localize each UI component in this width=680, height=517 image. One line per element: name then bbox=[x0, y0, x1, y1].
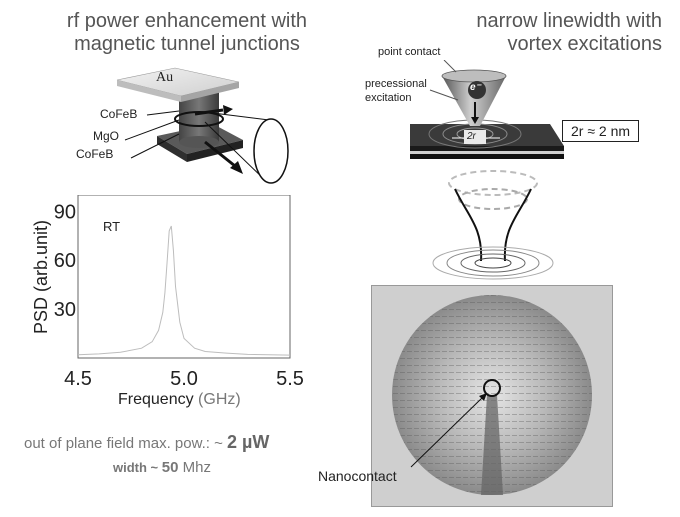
label-precessional-line1: precessional bbox=[365, 78, 427, 90]
footer-width-value: 50 bbox=[161, 459, 179, 476]
label-precessional: precessional excitation bbox=[365, 77, 427, 105]
cone-top bbox=[441, 69, 507, 83]
vortex-funnel-right bbox=[503, 188, 532, 262]
vortex-funnel-left bbox=[454, 188, 483, 262]
precession-ellipse bbox=[253, 118, 289, 184]
nanocontact-pointer bbox=[410, 396, 484, 468]
magnetization-arrow-free bbox=[194, 108, 224, 116]
footer-width: width ~ 50 Mhz bbox=[113, 459, 211, 476]
current-arrowhead bbox=[471, 117, 479, 124]
x-axis-label-unit: (GHz) bbox=[198, 391, 241, 408]
bottom-slab-side bbox=[157, 136, 187, 162]
size-box: 2r ≈ 2 nm bbox=[562, 120, 640, 142]
pillar-bottom bbox=[179, 136, 219, 148]
disk-dark-wedge bbox=[481, 395, 503, 495]
cone-line-bottom bbox=[204, 121, 268, 183]
simulation-disk bbox=[392, 295, 592, 495]
label-mgo: MgO bbox=[93, 129, 120, 143]
y-axis-label: PSD (arb.unit) bbox=[31, 220, 51, 334]
electron-circle bbox=[468, 81, 486, 99]
nanocontact-pointer-head bbox=[479, 393, 487, 401]
plot-frame bbox=[77, 195, 291, 359]
film-layer-dark bbox=[410, 146, 564, 151]
contact-cone bbox=[442, 76, 506, 126]
label-electron: e⁻ bbox=[470, 82, 481, 93]
x-axis-label: Frequency (GHz) bbox=[118, 391, 241, 409]
film-top-surface bbox=[410, 124, 564, 146]
label-nanocontact: Nanocontact bbox=[318, 468, 397, 484]
label-au: Au bbox=[156, 70, 174, 85]
magnetization-arrow-pinned bbox=[204, 140, 236, 168]
left-title-line2: magnetic tunnel junctions bbox=[74, 33, 300, 55]
au-slab-front bbox=[117, 80, 181, 102]
psd-chart: RT PSD (arb.unit) 30 60 90 4.5 5.0 5.5 bbox=[31, 195, 304, 390]
right-title-line1: narrow linewidth with bbox=[476, 10, 662, 32]
film-layer-base bbox=[410, 154, 564, 159]
x-tick-label: 4.5 bbox=[64, 368, 92, 390]
arrowhead-pinned bbox=[230, 161, 243, 174]
rt-annotation: RT bbox=[103, 219, 120, 234]
right-title: narrow linewidth with vortex excitations bbox=[432, 10, 662, 56]
nanocontact-circle bbox=[483, 379, 501, 397]
right-title-line2: vortex excitations bbox=[507, 33, 662, 55]
leader-mgo bbox=[124, 119, 180, 141]
arrowhead-free bbox=[223, 105, 233, 115]
footer-power-prefix: out of plane field max. pow.: ~ bbox=[24, 435, 228, 452]
vortex-top-loop-1 bbox=[448, 170, 538, 196]
leader-precessional bbox=[429, 89, 459, 101]
vortex-top-loop-2 bbox=[458, 188, 528, 210]
label-radius: 2r bbox=[467, 131, 476, 142]
left-title-line1: rf power enhancement with bbox=[66, 10, 308, 32]
footer-power-value: 2 µW bbox=[227, 432, 270, 452]
x-axis-label-name: Frequency bbox=[118, 391, 194, 408]
label-cofeb-pinned: CoFeB bbox=[76, 147, 114, 161]
x-tick-label: 5.5 bbox=[276, 368, 304, 390]
vortex-ring-1 bbox=[474, 257, 512, 269]
footer-width-prefix: width ~ bbox=[113, 460, 162, 475]
leader-point-contact bbox=[443, 60, 457, 73]
leader-cofeb-top bbox=[146, 110, 180, 116]
psd-series-line bbox=[77, 225, 291, 356]
footer-power: out of plane field max. pow.: ~ 2 µW bbox=[24, 432, 269, 453]
label-cofeb-free: CoFeB bbox=[100, 107, 138, 121]
vortex-diagram bbox=[432, 170, 554, 280]
film-layer-light bbox=[410, 151, 564, 154]
vortex-ring-3 bbox=[446, 249, 540, 277]
y-tick-label: 30 bbox=[54, 299, 76, 321]
au-slab-side bbox=[181, 82, 239, 102]
left-title: rf power enhancement with magnetic tunne… bbox=[42, 10, 332, 56]
radius-label-box bbox=[464, 130, 486, 144]
x-tick-label: 5.0 bbox=[170, 368, 198, 390]
mtj-stack-diagram bbox=[116, 67, 289, 184]
vortex-ring-4 bbox=[432, 246, 554, 280]
vortex-ring-2 bbox=[460, 253, 526, 273]
footer-width-unit: Mhz bbox=[178, 459, 211, 476]
label-precessional-line2: excitation bbox=[365, 92, 412, 104]
leader-cofeb-bottom bbox=[130, 133, 180, 159]
y-tick-label: 90 bbox=[54, 201, 76, 223]
y-tick-label: 60 bbox=[54, 250, 76, 272]
point-contact-diagram bbox=[410, 60, 564, 159]
label-point-contact: point contact bbox=[378, 46, 441, 58]
cone-line-top bbox=[204, 111, 270, 121]
